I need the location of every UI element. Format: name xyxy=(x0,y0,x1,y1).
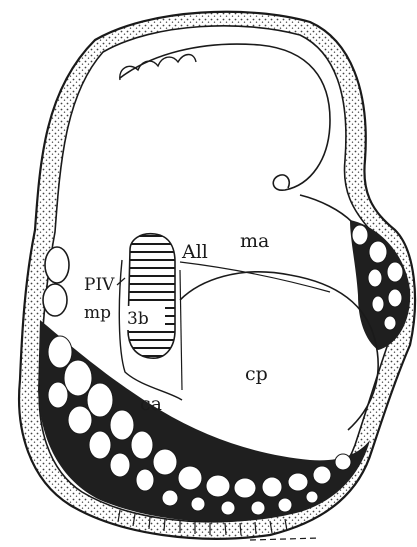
label-ca: ca xyxy=(140,393,162,415)
dashed-margin xyxy=(250,538,320,540)
label-piv: PIV xyxy=(84,275,115,295)
label-3b: 3b xyxy=(127,309,149,329)
label-cp: cp xyxy=(245,363,268,385)
hatched-column-3b xyxy=(128,234,175,359)
label-all: All xyxy=(181,241,208,263)
label-mp: mp xyxy=(84,303,111,323)
label-ma: ma xyxy=(240,230,269,252)
